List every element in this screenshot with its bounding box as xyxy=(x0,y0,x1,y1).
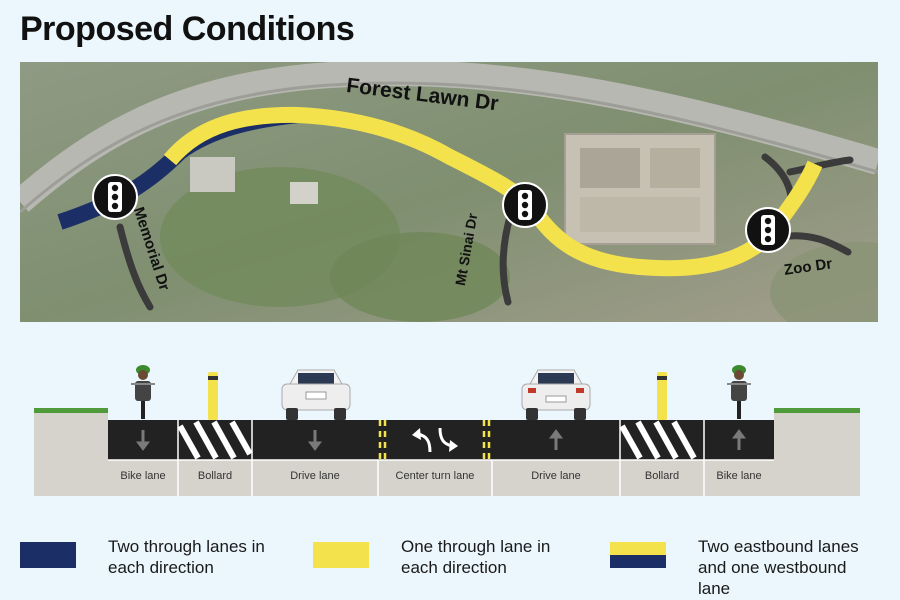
bollard-buffer-hatch-left xyxy=(177,420,253,460)
car-rear-icon xyxy=(281,369,351,420)
memorial-dr-road xyxy=(116,223,154,311)
cross-section-graphic xyxy=(34,365,860,496)
legend-text: Two through lanes in each direction xyxy=(108,537,265,577)
map-graphic xyxy=(20,62,878,322)
lane-label: Bike lane xyxy=(716,470,762,482)
lane-label: Drive lane xyxy=(290,470,340,482)
sidewalk-left xyxy=(34,413,108,496)
roadway-base xyxy=(108,460,774,496)
lane-center-turn xyxy=(378,420,492,460)
freeway-edge xyxy=(20,81,878,214)
down-arrow-icon xyxy=(136,430,150,451)
cyclist-icon xyxy=(727,365,751,419)
up-arrow-icon xyxy=(732,429,746,450)
legend-text: Two eastbound lanes and one westbound la… xyxy=(698,537,859,598)
bollard-icon xyxy=(208,372,218,420)
street-cross-section: Bike lane Bollard Drive lane Center turn… xyxy=(0,340,900,510)
facility-tank xyxy=(650,148,700,188)
page-title: Proposed Conditions xyxy=(20,10,355,48)
legend-swatch-navy xyxy=(20,542,76,568)
car-front-icon xyxy=(521,369,591,420)
lane-label: Bollard xyxy=(197,470,233,482)
freeway xyxy=(20,62,878,212)
grass-left xyxy=(34,408,108,413)
lane-label: Center turn lane xyxy=(395,470,475,482)
building xyxy=(290,182,318,204)
facility-tank xyxy=(580,148,640,188)
sidewalk-right xyxy=(774,413,860,496)
down-arrow-icon xyxy=(308,430,322,451)
traffic-signal-icon xyxy=(745,207,791,253)
bollard-icon xyxy=(657,372,667,420)
traffic-signal-icon xyxy=(92,174,138,220)
park-area xyxy=(330,232,510,322)
zoo-dr-road-east xyxy=(786,156,854,176)
lane-label: Drive lane xyxy=(531,470,581,482)
building xyxy=(190,157,235,192)
cyclist-icon xyxy=(131,365,155,419)
park-area xyxy=(770,242,878,322)
lane-label: Bike lane xyxy=(120,470,166,482)
traffic-signal-icon xyxy=(502,182,548,228)
legend-swatch-yellow xyxy=(313,542,369,568)
legend-swatch-yellow-navy xyxy=(610,542,666,568)
aerial-map: Forest Lawn Dr Memorial Dr Mt Sinai Dr Z… xyxy=(20,62,878,322)
lane-label: Bollard xyxy=(644,470,680,482)
up-arrow-icon xyxy=(549,429,563,450)
grass-right xyxy=(774,408,860,413)
turn-arrows-icon xyxy=(412,427,458,453)
facility-tank xyxy=(580,197,700,232)
legend-text: One through lane in each direction xyxy=(401,537,551,577)
bollard-buffer-hatch-right xyxy=(619,420,697,460)
